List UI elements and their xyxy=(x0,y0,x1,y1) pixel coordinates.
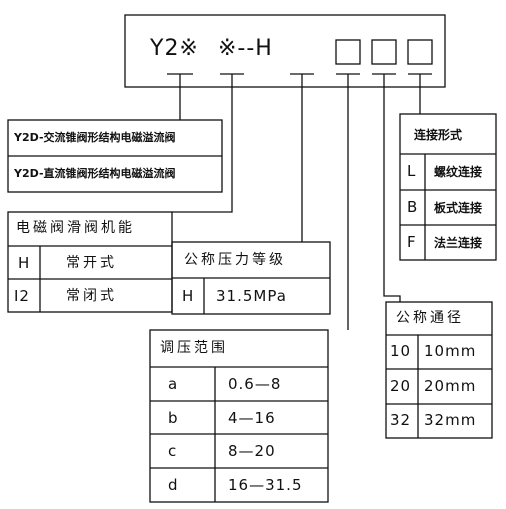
connection-code-b: B xyxy=(407,198,419,216)
connection-label-l: 螺纹连接 xyxy=(434,165,483,179)
placeholder-box-2 xyxy=(371,39,397,65)
valve-type-code-i2: I2 xyxy=(14,287,30,305)
diameter-value-32: 32mm xyxy=(424,411,477,429)
valve-type-code-h: H xyxy=(18,254,31,272)
placeholder-box-1 xyxy=(335,39,361,65)
diameter-table-frame xyxy=(385,301,493,439)
pressure-range-title: 调压范围 xyxy=(160,340,228,356)
valve-type-label-i2: 常闭式 xyxy=(66,288,117,304)
pressure-range-value-b: 4—16 xyxy=(228,409,276,427)
model-code-mid: ※--H xyxy=(218,36,273,61)
pressure-range-code-b: b xyxy=(168,409,179,427)
connection-code-f: F xyxy=(407,233,417,251)
valve-type-label-h: 常开式 xyxy=(66,255,117,271)
diameter-code-10: 10 xyxy=(390,342,412,360)
pressure-range-value-c: 8—20 xyxy=(228,442,276,460)
pressure-grade-title: 公称压力等级 xyxy=(184,252,286,268)
pressure-range-table-frame xyxy=(149,329,329,503)
connection-label-b: 板式连接 xyxy=(434,201,483,215)
pressure-range-value-d: 16—31.5 xyxy=(228,476,303,494)
model-code-frame xyxy=(124,14,446,88)
pressure-grade-value: 31.5MPa xyxy=(216,287,287,305)
function-row-dc: Y2D-直流锥阀形结构电磁溢流阀 xyxy=(14,167,176,180)
pressure-range-code-d: d xyxy=(168,476,179,494)
pressure-range-value-a: 0.6—8 xyxy=(228,375,282,393)
pressure-range-code-a: a xyxy=(168,375,179,393)
pressure-grade-code: H xyxy=(182,287,195,305)
valve-type-title: 电磁阀滑阀机能 xyxy=(16,220,135,236)
diameter-code-32: 32 xyxy=(390,411,412,429)
diameter-value-20: 20mm xyxy=(424,377,477,395)
placeholder-box-3 xyxy=(407,39,433,65)
pressure-range-code-c: c xyxy=(168,442,178,460)
function-row-ac: Y2D-交流锥阀形结构电磁溢流阀 xyxy=(14,131,176,144)
diameter-value-10: 10mm xyxy=(424,342,477,360)
connection-title: 连接形式 xyxy=(414,128,463,142)
connection-table-frame xyxy=(399,113,497,261)
connection-label-f: 法兰连接 xyxy=(434,236,483,250)
diameter-code-20: 20 xyxy=(390,377,412,395)
model-code-prefix: Y2※ xyxy=(150,36,199,61)
connection-code-l: L xyxy=(407,162,417,180)
diameter-title: 公称通径 xyxy=(396,310,464,326)
